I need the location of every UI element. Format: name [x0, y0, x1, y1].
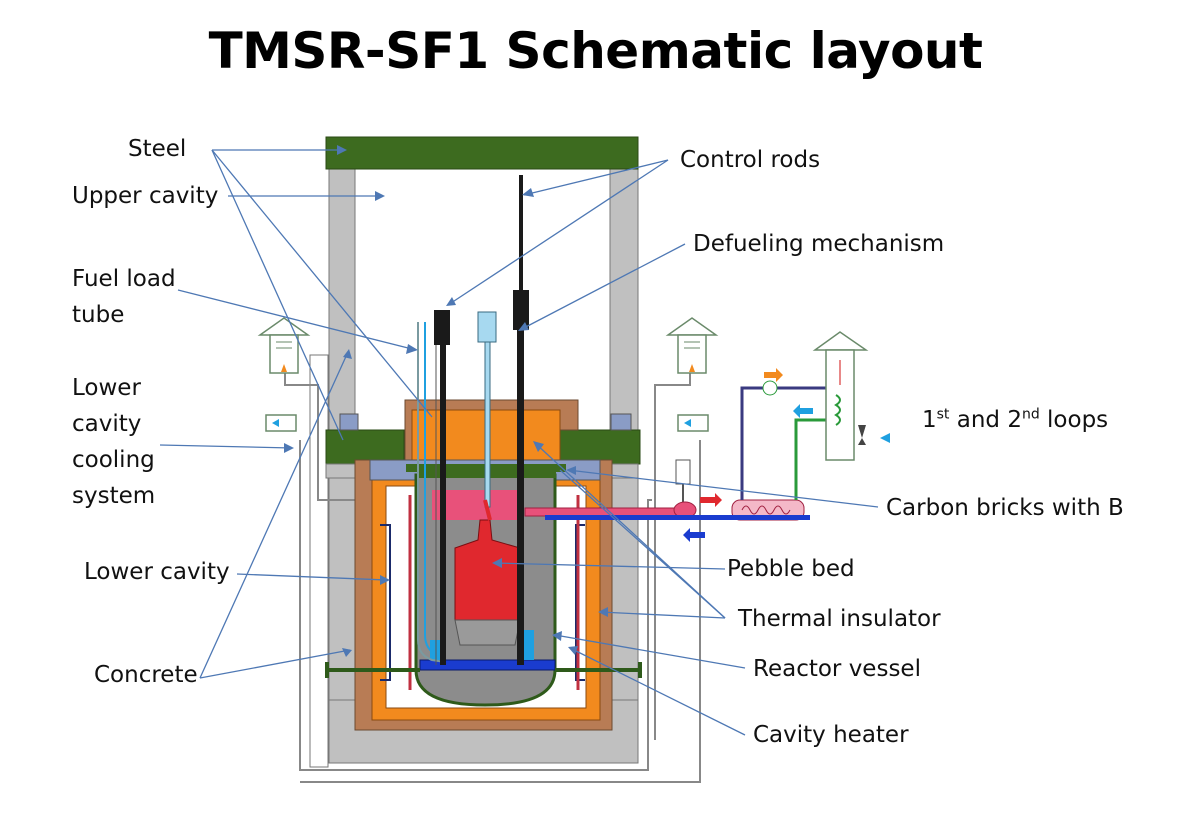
- label-defueling-mechanism: Defueling mechanism: [693, 231, 945, 257]
- label-cooling-line3: cooling: [72, 447, 155, 473]
- steel-plate: [325, 413, 641, 479]
- label-loops: 1st and 2nd loops: [922, 402, 1108, 438]
- label-lower-cavity: Lower cavity: [84, 559, 230, 585]
- loops-text-3: loops: [1039, 407, 1109, 433]
- fuel-load-tube: [417, 322, 446, 663]
- label-steel: Steel: [128, 136, 187, 162]
- leader-arrowheads: [284, 145, 608, 657]
- label-cooling-line4: system: [72, 483, 156, 509]
- label-fuel-load-line1: Fuel load: [72, 266, 176, 292]
- right-chimney: [665, 317, 719, 432]
- label-carbon-bricks: Carbon bricks with B: [886, 495, 1124, 521]
- loops-sup-1: st: [936, 406, 950, 423]
- cavity-heater: [380, 524, 585, 681]
- leader-lines: [159, 149, 879, 736]
- label-cooling-line1: Lower: [72, 375, 141, 401]
- steel-top-cap: [325, 136, 639, 170]
- label-concrete: Concrete: [94, 662, 198, 688]
- cavity-cooling-ducts: [284, 372, 701, 783]
- secondary-loop: [740, 331, 890, 500]
- label-pebble-bed: Pebble bed: [727, 556, 855, 582]
- label-cavity-heater: Cavity heater: [753, 722, 909, 748]
- label-control-rods: Control rods: [680, 147, 821, 173]
- page-title: TMSR-SF1 Schematic layout: [208, 22, 983, 80]
- label-thermal-insulator: Thermal insulator: [738, 606, 941, 632]
- label-reactor-vessel: Reactor vessel: [753, 656, 921, 682]
- label-cooling-line2: cavity: [72, 411, 142, 437]
- support-beams: [325, 662, 642, 678]
- loops-text-1: 1: [922, 407, 937, 433]
- label-upper-cavity: Upper cavity: [72, 183, 219, 209]
- left-chimney: [257, 317, 311, 432]
- control-rods: [434, 175, 529, 665]
- loops-sup-2: nd: [1021, 406, 1040, 423]
- label-fuel-load-line2: tube: [72, 302, 125, 328]
- loops-text-2: and 2: [949, 407, 1022, 433]
